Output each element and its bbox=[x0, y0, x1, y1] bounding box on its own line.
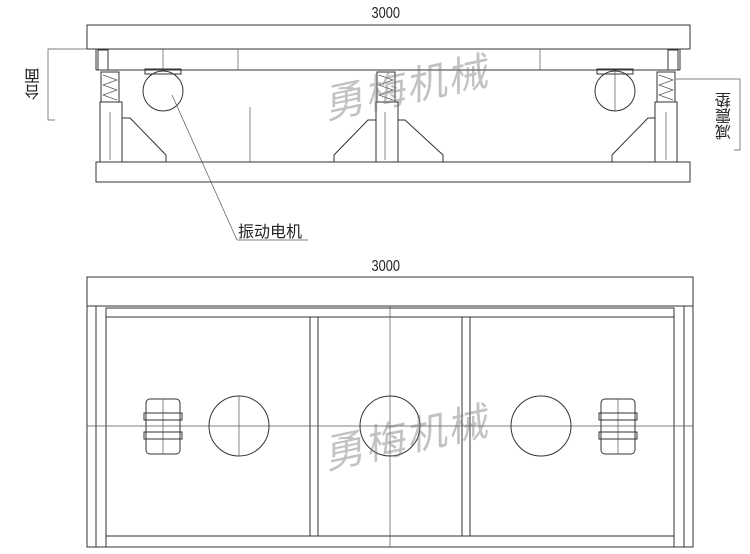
front-width-dimension: 3000 bbox=[371, 5, 401, 22]
table-top-label: 台面 bbox=[24, 68, 43, 100]
top-width-dimension: 3000 bbox=[371, 258, 401, 275]
damper-pad-label: 减震垫 bbox=[715, 92, 734, 140]
vibration-motor-label: 振动电机 bbox=[238, 222, 303, 241]
